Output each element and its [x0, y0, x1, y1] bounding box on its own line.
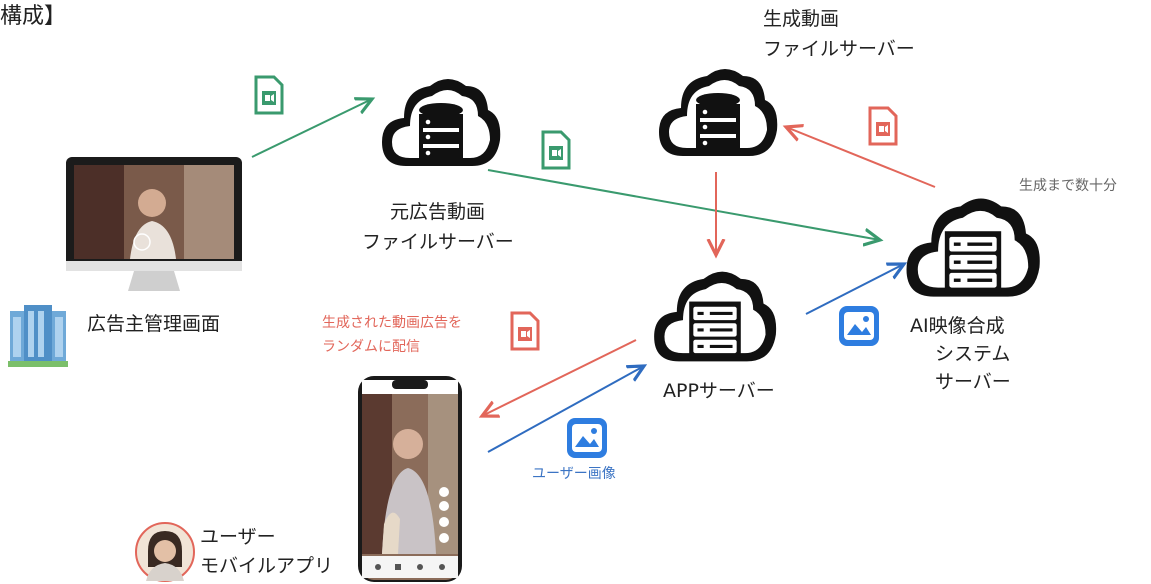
- annotation-user-image: ユーザー画像: [532, 466, 616, 482]
- image-icon: [567, 418, 607, 458]
- arrow-ai-to-generated: [786, 127, 936, 188]
- page-title: 構成】: [0, 4, 67, 29]
- smartphone-icon: [358, 376, 462, 582]
- cloud-database-icon: [659, 69, 778, 156]
- cloud-server-icon: [906, 198, 1040, 297]
- node-label-source-server-line2: ファイルサーバー: [362, 231, 514, 253]
- avatar: [135, 522, 195, 582]
- node-label-app-server: APPサーバー: [663, 380, 775, 402]
- arrow-app-to-ai: [805, 264, 904, 315]
- arrow-upload-to-source: [251, 99, 372, 158]
- annotation-generation-time: 生成まで数十分: [1019, 178, 1117, 194]
- cloud-database-icon: [382, 79, 501, 166]
- node-label-advertiser-screen: 広告主管理画面: [87, 313, 221, 335]
- node-label-ai-system-line1: AI映像合成: [910, 315, 1005, 337]
- annotation-delivery-line1: 生成された動画広告を: [322, 315, 462, 331]
- node-label-user-app-line2: モバイルアプリ: [200, 555, 334, 577]
- arrow-phone-to-app: [487, 366, 644, 453]
- arrow-app-to-phone: [482, 339, 637, 416]
- video-file-icon: [510, 311, 540, 351]
- node-label-generated-server-line1: 生成動画: [763, 8, 840, 30]
- video-file-icon: [254, 75, 284, 115]
- cloud-server-icon: [654, 271, 777, 362]
- video-file-icon: [868, 106, 898, 146]
- image-icon: [839, 306, 879, 346]
- video-file-icon: [541, 130, 571, 170]
- annotation-delivery-line2: ランダムに配信: [322, 339, 420, 355]
- node-label-source-server-line1: 元広告動画: [390, 201, 486, 223]
- node-label-ai-system-line2: システム: [935, 343, 1011, 365]
- node-label-generated-server-line2: ファイルサーバー: [763, 38, 915, 60]
- monitor-icon: [66, 157, 242, 291]
- building-icon: [8, 305, 68, 367]
- node-label-ai-system-line3: サーバー: [935, 371, 1011, 393]
- node-label-user-app-line1: ユーザー: [200, 526, 276, 548]
- arrow-source-to-ai: [487, 169, 880, 240]
